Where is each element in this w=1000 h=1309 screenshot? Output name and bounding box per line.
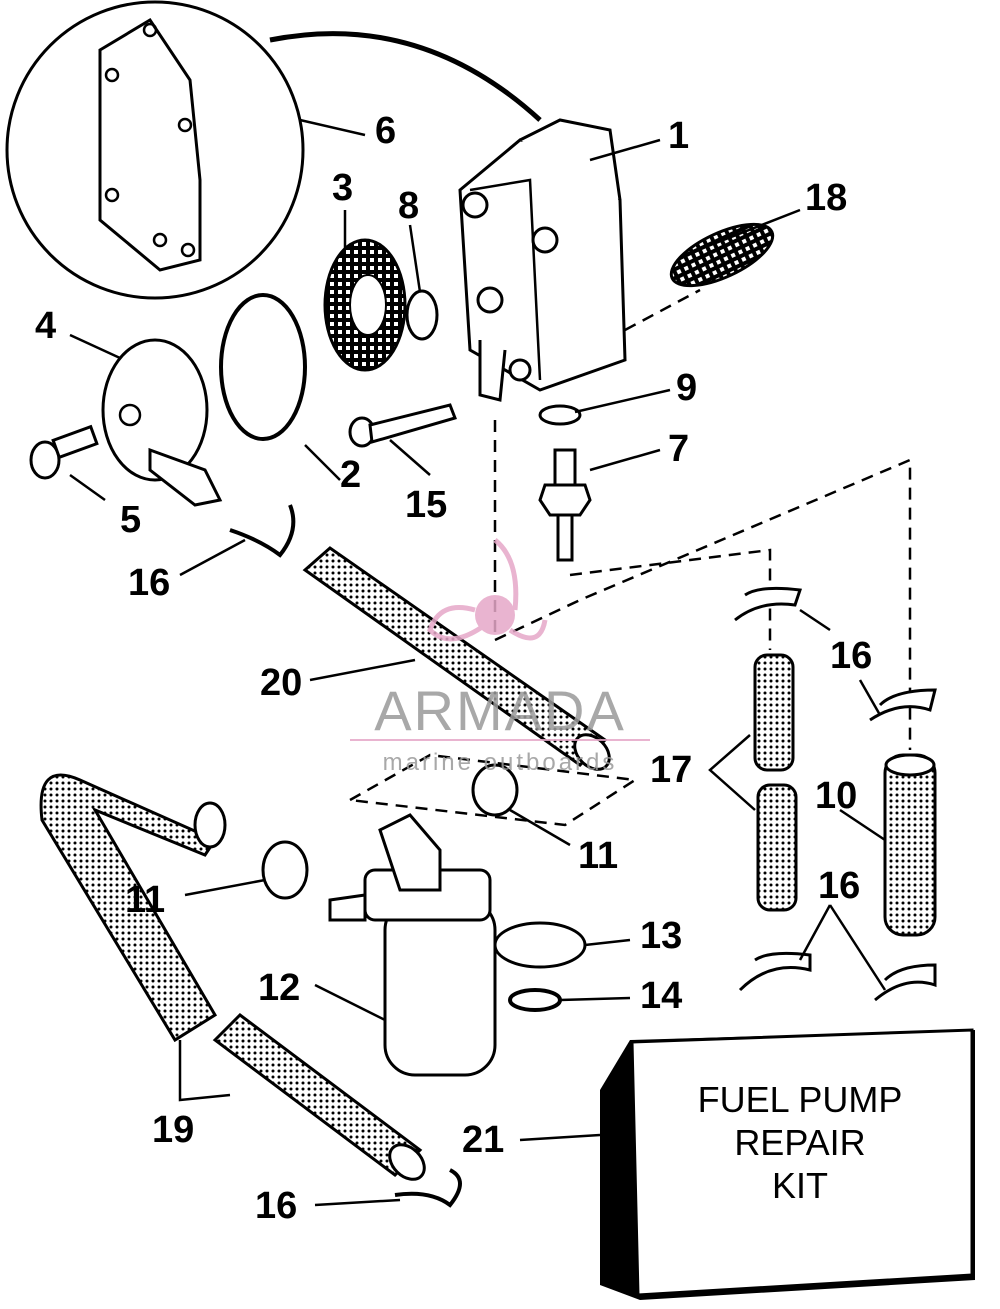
kit-label-line3: KIT xyxy=(772,1165,828,1206)
callout-15: 15 xyxy=(405,484,447,526)
kit-label-line1: FUEL PUMP xyxy=(698,1079,903,1120)
callout-14: 14 xyxy=(640,975,682,1017)
callout-20: 20 xyxy=(260,662,302,704)
fuel-filter-12-part xyxy=(328,813,497,1077)
screw-5-part xyxy=(29,424,99,480)
propeller-logo-icon xyxy=(427,538,548,642)
callout-9: 9 xyxy=(676,367,697,409)
kit-label-line2: REPAIR xyxy=(734,1122,865,1163)
clip-11a-part xyxy=(471,763,519,817)
pump-cover-4 xyxy=(101,338,223,507)
armada-watermark: ARMADA marine outboards xyxy=(350,538,650,776)
callout-21: 21 xyxy=(462,1119,504,1161)
filter-17b-part xyxy=(756,783,798,912)
gasket-13-part xyxy=(493,921,587,969)
watermark-tagline: marine outboards xyxy=(383,749,618,776)
callout-7: 7 xyxy=(668,428,689,470)
hose-19a-part xyxy=(39,773,218,1043)
callout-11b: 11 xyxy=(125,879,165,921)
callout-12: 12 xyxy=(258,967,300,1009)
repair-kit-21: FUEL PUMP REPAIR KIT xyxy=(600,1028,975,1300)
o-ring-2-part xyxy=(219,293,307,441)
callout-17: 17 xyxy=(650,749,692,791)
o-ring-8-part xyxy=(405,289,439,341)
fuel-pump-body xyxy=(458,118,627,402)
watermark-brand: ARMADA xyxy=(374,679,626,742)
o-ring-9-part xyxy=(538,404,582,426)
callout-5: 5 xyxy=(120,499,141,541)
filter-10-part xyxy=(883,753,937,937)
callout-11a: 11 xyxy=(578,835,618,877)
callout-10: 10 xyxy=(815,775,857,817)
callout-6: 6 xyxy=(375,110,396,152)
gasket-14-part xyxy=(508,988,562,1012)
clip-11b-part xyxy=(261,840,309,900)
clip-16c-part xyxy=(869,688,937,722)
callout-18: 18 xyxy=(805,177,847,219)
callout-16a: 16 xyxy=(128,562,170,604)
callout-2: 2 xyxy=(340,454,361,496)
callout-3: 3 xyxy=(332,167,353,209)
callout-16c: 16 xyxy=(818,865,860,907)
clip-16d-part xyxy=(738,951,812,992)
callout-13: 13 xyxy=(640,915,682,957)
hose-19b-part xyxy=(212,1013,423,1177)
clip-16e-part xyxy=(394,1168,462,1208)
fitting-7-part xyxy=(538,448,592,562)
screen-18-part xyxy=(669,222,775,288)
screw-15-part xyxy=(348,403,457,448)
callout-16b: 16 xyxy=(830,635,872,677)
clip-16a-part xyxy=(229,504,296,558)
callout-16d: 16 xyxy=(255,1185,297,1227)
filter-17a-part xyxy=(753,653,795,772)
clip-16b-part xyxy=(734,586,803,622)
callout-19: 19 xyxy=(152,1109,194,1151)
gasket-detail xyxy=(5,0,542,300)
callout-1: 1 xyxy=(668,115,689,157)
callout-4: 4 xyxy=(35,305,56,347)
callout-8: 8 xyxy=(398,185,419,227)
